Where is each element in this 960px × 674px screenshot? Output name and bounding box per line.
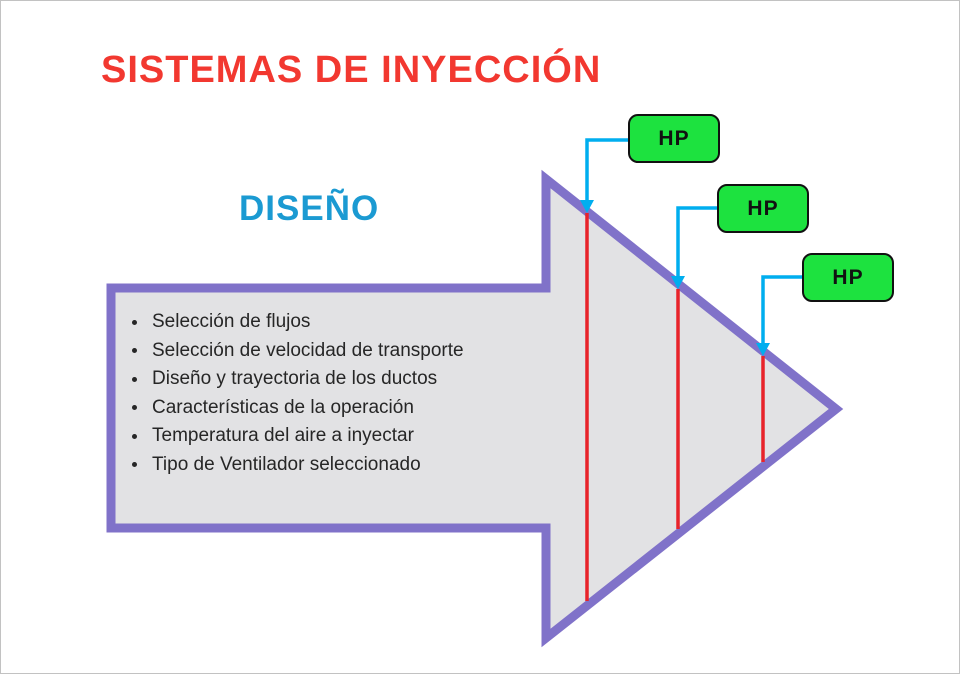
design-criteria-list: Selección de flujos Selección de velocid… <box>132 308 464 479</box>
hp-box-2: HP <box>717 184 809 233</box>
list-item: Características de la operación <box>132 394 464 423</box>
hp-connector-1 <box>585 138 629 201</box>
process-arrow-shape <box>106 169 844 648</box>
list-item: Temperatura del aire a inyectar <box>132 422 464 451</box>
design-heading: DISEÑO <box>239 189 380 228</box>
list-item: Tipo de Ventilador seleccionado <box>132 451 464 480</box>
hp-box-label: HP <box>747 196 779 220</box>
hp-connector-3 <box>761 275 803 344</box>
bullet-icon <box>132 376 137 382</box>
bullet-icon <box>132 319 137 325</box>
list-item: Selección de flujos <box>132 308 464 337</box>
list-item-label: Selección de velocidad de transporte <box>152 339 464 361</box>
hp-connector-3-arrowhead-icon <box>756 343 770 356</box>
hp-connector-2-arrowhead-icon <box>671 276 685 289</box>
list-item-label: Tipo de Ventilador seleccionado <box>152 453 421 475</box>
list-item-label: Selección de flujos <box>152 311 311 332</box>
hp-connector-1-arrowhead-icon <box>580 200 594 213</box>
slide-title: SISTEMAS DE INYECCIÓN <box>101 49 602 91</box>
list-item: Diseño y trayectoria de los ductos <box>132 365 464 394</box>
list-item-label: Características de la operación <box>152 396 414 418</box>
hp-box-1: HP <box>628 114 720 163</box>
bullet-icon <box>132 433 137 439</box>
hp-box-label: HP <box>658 126 690 150</box>
bullet-icon <box>132 462 137 468</box>
list-item-label: Diseño y trayectoria de los ductos <box>152 368 438 389</box>
bullet-icon <box>132 405 137 411</box>
bullet-icon <box>132 348 137 354</box>
hp-box-label: HP <box>832 265 864 289</box>
hp-box-3: HP <box>802 253 894 302</box>
list-item-label: Temperatura del aire a inyectar <box>152 425 414 446</box>
list-item: Selección de velocidad de transporte <box>132 337 464 366</box>
hp-connector-2 <box>676 206 718 277</box>
